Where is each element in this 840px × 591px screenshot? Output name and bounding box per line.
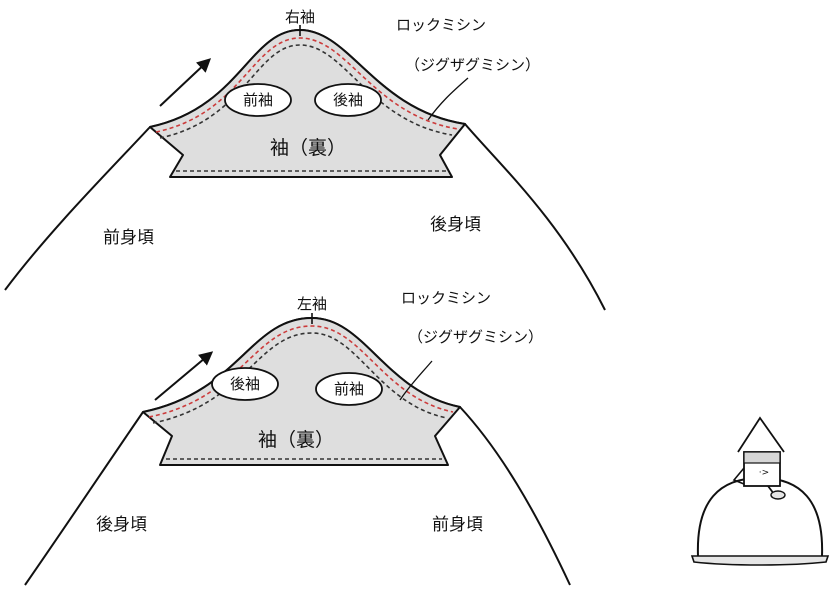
zigzag-stitch-label: （ジグザグミシン） [408, 328, 543, 346]
svg-text:·>: ·> [759, 468, 769, 478]
seam-stitch-line [152, 332, 448, 424]
back-body-label: 後身頃 [430, 215, 481, 235]
oval-front-label: 前袖 [334, 380, 364, 398]
sleeve-inside-label: 袖（裏） [270, 137, 346, 159]
lock-stitch-line [155, 37, 459, 133]
oval-back-label: 後袖 [333, 91, 363, 109]
back-body-label: 後身頃 [96, 515, 147, 535]
oval-back-sleeve [314, 83, 382, 117]
zigzag-stitch-label: （ジグザグミシン） [405, 56, 540, 74]
sleeve-panel [149, 29, 466, 178]
sleeve-inside-label: 袖（裏） [258, 429, 334, 451]
sleeve-name-label: 左袖 [297, 295, 327, 313]
front-body-label: 前身頃 [103, 228, 154, 248]
oval-front-label: 前袖 [243, 91, 273, 109]
direction-arrow-icon [154, 351, 214, 401]
front-body-label: 前身頃 [432, 515, 483, 535]
lock-stitch-label: ロックミシン [401, 289, 491, 307]
sleeve-name-label: 右袖 [285, 8, 315, 26]
oval-front-sleeve [315, 372, 383, 406]
oval-back-sleeve [211, 367, 279, 401]
label-leader-line [427, 77, 469, 121]
mascot-character-icon: ·> [690, 416, 830, 566]
top-diagram: 右袖 ロックミシン （ジグザグミシン） 前袖 後袖 袖（裏） 前身頃 後身頃 [4, 8, 606, 311]
direction-arrow-icon [159, 58, 212, 107]
oval-front-sleeve [224, 83, 292, 117]
lock-stitch-label: ロックミシン [396, 16, 486, 34]
seam-stitch-line [159, 44, 453, 139]
oval-back-label: 後袖 [230, 375, 260, 393]
label-leader-line [399, 360, 433, 401]
bottom-diagram: 左袖 ロックミシン （ジグザグミシン） 後袖 前袖 袖（裏） 後身頃 前身頃 [24, 289, 571, 586]
